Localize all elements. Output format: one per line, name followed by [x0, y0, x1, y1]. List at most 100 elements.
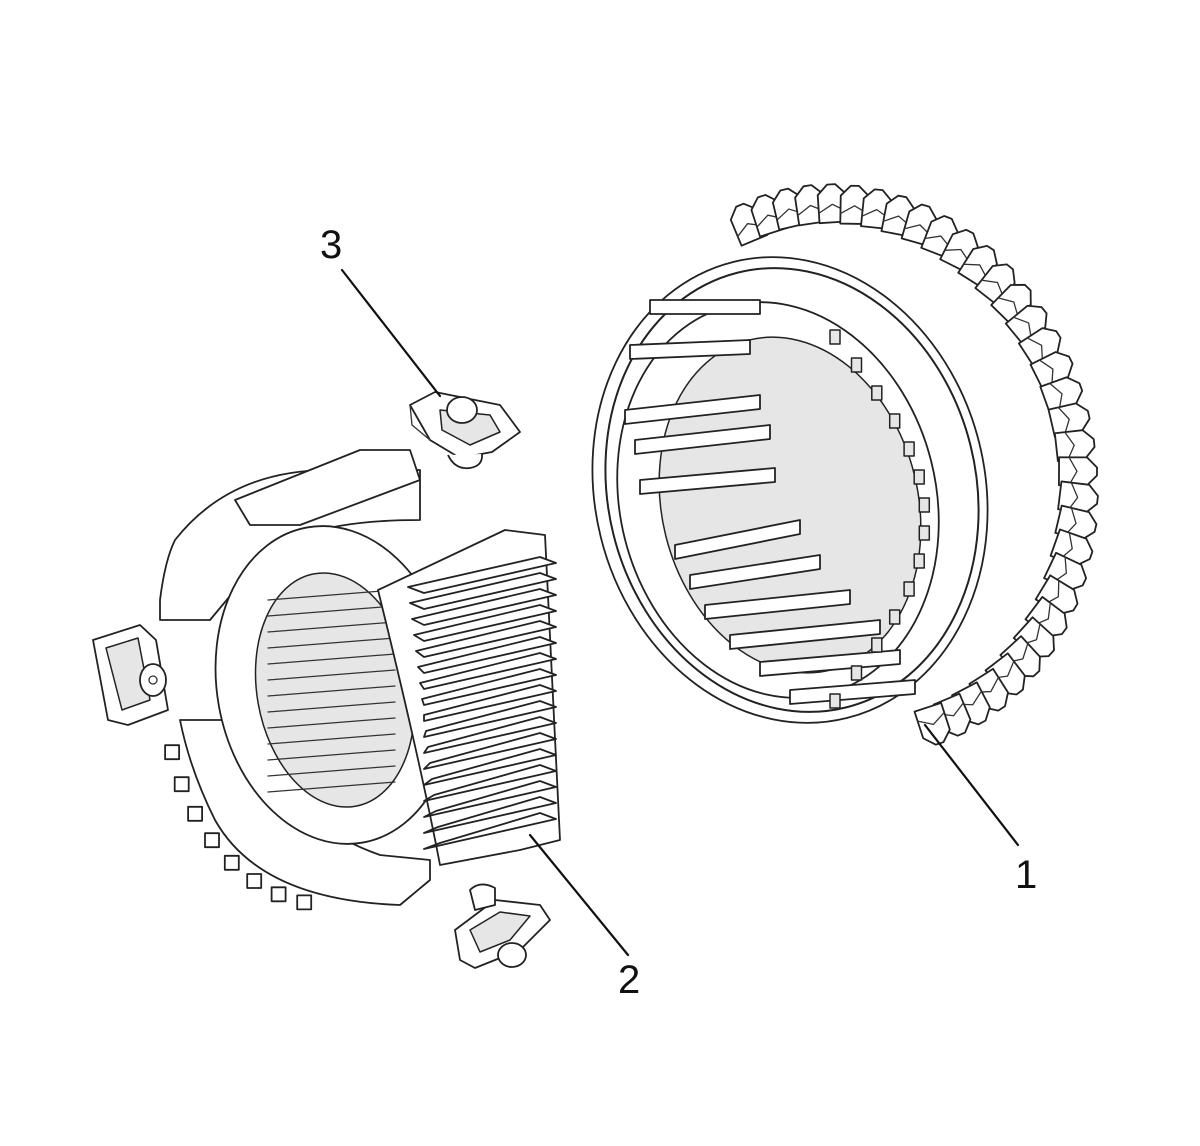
hub-flange-tooth — [164, 744, 181, 761]
hub-tooth — [423, 780, 557, 818]
sleeve-spline — [634, 424, 771, 455]
synchronizer-key-bottom — [454, 883, 551, 969]
key-detent-ball — [497, 942, 527, 968]
sleeve-tooth-edge — [916, 711, 945, 726]
sleeve-spline-end — [903, 441, 915, 457]
sleeve-tooth — [968, 667, 1009, 712]
sleeve-tooth-edge — [1064, 507, 1077, 536]
sleeve-spline-end — [850, 665, 863, 681]
sleeve-tooth-edge — [1038, 359, 1054, 386]
sleeve-spline — [729, 619, 881, 650]
callout-2: 2 — [528, 833, 640, 1002]
sleeve-tooth-edge — [1064, 431, 1075, 461]
hub-top-spline-segment — [234, 449, 421, 526]
sleeve-spline-end — [888, 413, 901, 429]
sleeve-spline — [624, 394, 761, 425]
sleeve-spline-end — [903, 581, 915, 597]
hub-flange-tooth — [173, 776, 190, 793]
callout-label-2: 2 — [618, 958, 640, 1002]
hub-spline — [267, 749, 396, 761]
hub-spline — [267, 637, 396, 649]
hub-tooth — [413, 604, 557, 642]
sleeve-tooth-edge — [962, 263, 988, 280]
synchronizer-sleeve — [591, 183, 1099, 746]
hub-tooth — [423, 732, 557, 770]
sleeve-tooth-edge — [997, 297, 1019, 319]
hub-tooth — [421, 668, 557, 706]
sleeve-spline-end — [829, 329, 841, 345]
sleeve-spline-end — [918, 497, 931, 513]
hub-spline — [267, 621, 396, 633]
hub-spline — [267, 653, 396, 665]
hub-spline — [267, 781, 396, 793]
sleeve-spline-end — [913, 469, 925, 485]
hub-tooth — [423, 700, 557, 738]
hub-tooth — [417, 636, 557, 674]
sleeve-internal-splines — [624, 299, 931, 709]
callout-label-3: 3 — [320, 223, 342, 267]
callout-1: 1 — [923, 723, 1037, 897]
sleeve-tooth-edge — [980, 279, 1005, 299]
hub-tooth — [423, 748, 557, 786]
hub-tooth — [423, 764, 557, 802]
sleeve-tooth — [1053, 429, 1096, 462]
callout-label-1: 1 — [1015, 853, 1037, 897]
sleeve-spline — [789, 679, 916, 705]
sleeve-tooth-edge — [1049, 382, 1063, 411]
sleeve-spline-end — [888, 609, 901, 625]
hub-internal-splines — [267, 589, 396, 793]
sleeve-spline — [689, 554, 821, 590]
hub-flange-tooth — [204, 832, 220, 849]
sleeve-tooth — [999, 635, 1041, 678]
hub-spline — [267, 717, 396, 729]
hub-flange-tooth — [246, 873, 263, 889]
hub-spline — [267, 733, 396, 745]
synchronizer-key-top — [409, 391, 521, 470]
hub-tooth — [409, 572, 557, 610]
hub-spline — [267, 685, 396, 697]
hub-flange-tooth — [270, 886, 287, 903]
synchronizer-key-left — [92, 624, 169, 726]
hub-tooth — [423, 812, 557, 850]
hub-rear-flange — [159, 469, 421, 621]
sleeve-spline — [649, 299, 761, 315]
sleeve-tooth-edge — [1026, 337, 1044, 363]
hub-flange-tooth — [296, 894, 313, 911]
sleeve-spline-end — [913, 553, 925, 569]
sleeve-spline-end — [850, 357, 863, 373]
hub-flange-teeth — [164, 744, 313, 911]
hub-spline — [267, 669, 396, 681]
sleeve-tooth — [1058, 456, 1098, 487]
hub-tooth — [407, 556, 557, 594]
hub-external-teeth — [407, 556, 557, 850]
sleeve-tooth-edge — [1067, 481, 1079, 512]
sleeve-outer-teeth — [729, 183, 1099, 746]
key-detent-ball — [446, 396, 478, 424]
key-detent-ball — [139, 663, 167, 697]
sleeve-tooth-edge — [1068, 456, 1078, 486]
hub-tooth — [419, 652, 557, 690]
sleeve-spline — [674, 519, 801, 560]
callout-3: 3 — [320, 223, 442, 398]
sleeve-spline — [759, 649, 901, 677]
sleeve-spline-end — [918, 525, 931, 541]
hub-tooth — [423, 684, 557, 722]
hub-tooth — [423, 716, 557, 754]
hub-flange-tooth — [187, 805, 204, 822]
sleeve-tooth-edge — [1012, 316, 1032, 340]
hub-spline — [267, 765, 396, 777]
hub-spline — [267, 589, 396, 601]
sleeve-tooth — [984, 652, 1026, 696]
hub-tooth — [423, 796, 557, 834]
sleeve-tooth-edge — [1057, 406, 1070, 436]
sleeve-spline-end — [829, 693, 841, 709]
sleeve-spline — [629, 339, 751, 360]
sleeve-spline-end — [871, 385, 883, 401]
hub-tooth — [415, 620, 557, 658]
sleeve-spline — [704, 589, 851, 620]
hub-spline — [267, 605, 396, 617]
hub-tooth — [411, 588, 557, 626]
sleeve-spline — [639, 467, 776, 495]
hub-spline — [267, 701, 396, 713]
